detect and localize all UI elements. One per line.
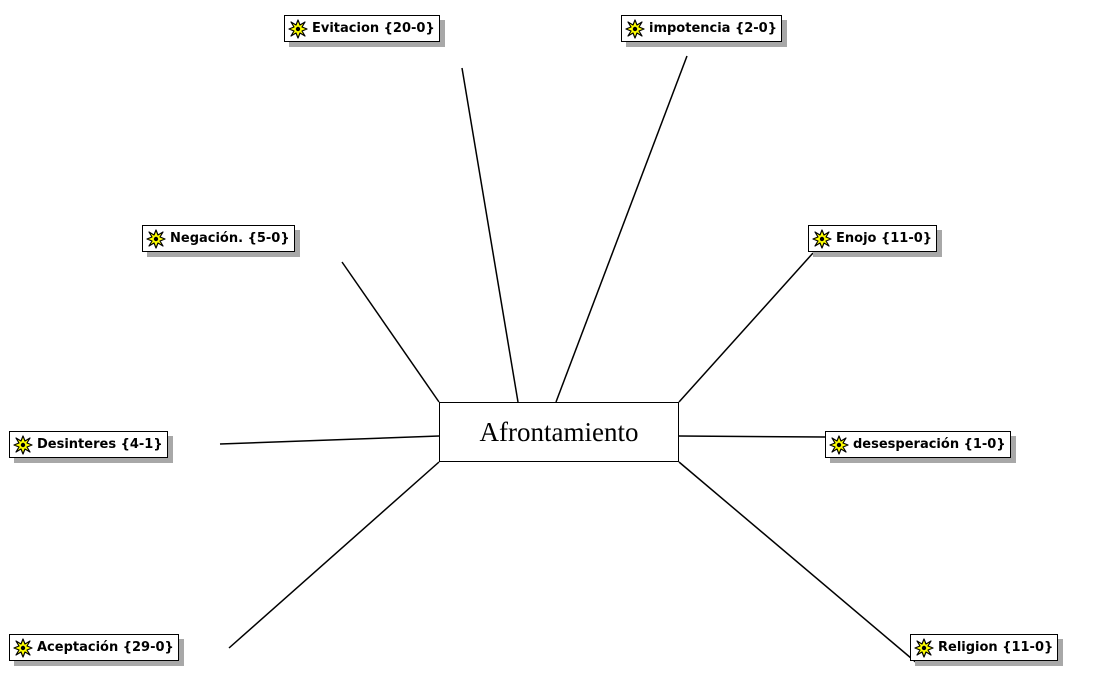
- code-node-aceptacion[interactable]: Aceptación {29-0}: [9, 634, 179, 661]
- central-code-label: Afrontamiento: [479, 416, 639, 447]
- code-star-icon: [625, 18, 645, 39]
- code-star-icon: [288, 18, 308, 39]
- code-star-icon: [914, 637, 934, 658]
- edge-religion: [678, 461, 919, 665]
- code-node-label: Aceptación {29-0}: [37, 640, 174, 655]
- edge-enojo: [678, 252, 814, 403]
- code-node-label: impotencia {2-0}: [649, 21, 777, 36]
- code-node-enojo[interactable]: Enojo {11-0}: [808, 225, 938, 252]
- central-code-node[interactable]: Afrontamiento: [439, 402, 679, 462]
- code-node-label: Desinteres {4-1}: [37, 437, 163, 452]
- edge-desinteres: [219, 435, 440, 445]
- code-node-label: Religion {11-0}: [938, 640, 1054, 655]
- code-node-label: Enojo {11-0}: [836, 231, 933, 246]
- edge-impotencia: [555, 55, 688, 403]
- edge-aceptacion: [228, 461, 440, 649]
- edge-desesperacion: [678, 435, 826, 438]
- code-star-icon: [13, 637, 33, 658]
- code-star-icon: [146, 228, 166, 249]
- code-star-icon: [13, 434, 33, 455]
- code-node-impotencia[interactable]: impotencia {2-0}: [621, 15, 782, 42]
- edge-evitacion: [461, 67, 519, 403]
- code-node-desinteres[interactable]: Desinteres {4-1}: [9, 431, 168, 458]
- code-node-negacion[interactable]: Negación. {5-0}: [142, 225, 295, 252]
- code-star-icon: [829, 434, 849, 455]
- code-node-label: Negación. {5-0}: [170, 231, 290, 246]
- code-node-label: desesperación {1-0}: [853, 437, 1006, 452]
- code-node-religion[interactable]: Religion {11-0}: [910, 634, 1059, 661]
- edge-negacion: [341, 261, 440, 403]
- code-node-label: Evitacion {20-0}: [312, 21, 435, 36]
- code-node-desesperacion[interactable]: desesperación {1-0}: [825, 431, 1011, 458]
- code-star-icon: [812, 228, 832, 249]
- code-node-evitacion[interactable]: Evitacion {20-0}: [284, 15, 440, 42]
